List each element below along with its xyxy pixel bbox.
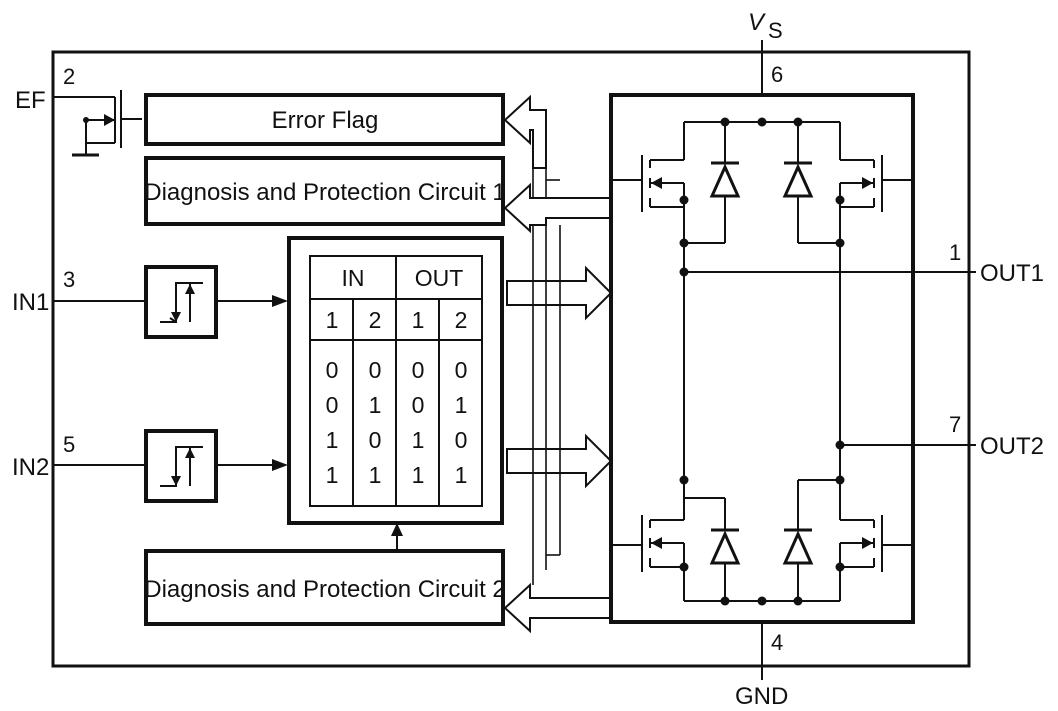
in1-pin-number: 3 <box>63 267 75 292</box>
h-bridge-block <box>609 93 969 624</box>
bridge-to-diag2-arrow <box>503 582 612 634</box>
diode-high-side-right <box>782 122 840 244</box>
package-outline <box>51 50 971 668</box>
diode-high-side-left <box>684 122 741 244</box>
truth-table-cell: 1 <box>326 462 339 488</box>
supply-pin-number: 6 <box>771 62 783 87</box>
truth-table-cell: 1 <box>412 462 425 488</box>
out1-pin: 1 OUT1 <box>949 240 1044 287</box>
truth-table-col-header: 2 <box>455 307 468 333</box>
truth-table-cell: 0 <box>326 392 339 418</box>
truth-table-cell: 0 <box>455 427 468 453</box>
diag2-to-logic-arrow <box>391 523 403 551</box>
diagnosis-circuit-2: Diagnosis and Protection Circuit 2 <box>144 549 506 626</box>
ground-label: GND <box>735 683 788 710</box>
truth-table-col-header: 1 <box>326 307 339 333</box>
truth-table-cell: 1 <box>326 427 339 453</box>
truth-table-col-header: 1 <box>412 307 425 333</box>
out2-pin-number: 7 <box>949 412 961 437</box>
out2-pin: 7 OUT2 <box>949 412 1044 460</box>
schmitt-trigger-icon <box>144 265 218 339</box>
truth-table-cell: 0 <box>412 392 425 418</box>
supply-label: V <box>748 9 766 36</box>
truth-table-block: IN OUT 1 2 1 2 0 0 0 0 0 1 0 1 1 0 1 0 1… <box>287 236 504 525</box>
error-flag-pin-number: 2 <box>63 64 75 89</box>
bridge-to-diag1-arrow <box>503 182 612 234</box>
truth-table-cell: 1 <box>455 462 468 488</box>
in2-pin-number: 5 <box>63 432 75 457</box>
ground-pin: 4 GND <box>735 622 788 710</box>
mosfet-high-side-left <box>611 122 689 212</box>
error-flag-pin: EF 2 <box>15 64 142 157</box>
truth-table-cell: 1 <box>412 427 425 453</box>
in2-label: IN2 <box>12 454 49 481</box>
out2-label: OUT2 <box>980 433 1044 460</box>
in2-pin: IN2 5 <box>12 429 288 503</box>
error-flag-block-label: Error Flag <box>272 107 379 134</box>
diagnosis-circuit-1-label: Diagnosis and Protection Circuit 1 <box>144 179 506 206</box>
truth-table-cell: 0 <box>412 357 425 383</box>
schmitt-trigger-icon <box>144 429 218 503</box>
mosfet-high-side-right <box>835 122 913 212</box>
truth-table-cell: 0 <box>369 427 382 453</box>
truth-table-cell: 1 <box>369 392 382 418</box>
truth-table-cell: 0 <box>455 357 468 383</box>
in1-label: IN1 <box>12 289 49 316</box>
error-flag-label: EF <box>15 87 46 114</box>
truth-table-group-in: IN <box>342 265 365 291</box>
truth-table-cell: 0 <box>326 357 339 383</box>
error-flag-block: Error Flag <box>144 93 505 146</box>
feedback-bus <box>532 118 561 585</box>
diagnosis-circuit-1: Diagnosis and Protection Circuit 1 <box>144 156 506 226</box>
diode-low-side-right <box>782 479 840 601</box>
logic-to-bridge-arrow <box>506 265 613 321</box>
out1-label: OUT1 <box>980 260 1044 287</box>
truth-table-col-header: 2 <box>369 307 382 333</box>
mosfet-low-side-right <box>835 480 913 601</box>
diagnosis-circuit-2-label: Diagnosis and Protection Circuit 2 <box>144 576 506 603</box>
logic-to-bridge-arrow <box>506 433 613 489</box>
diode-low-side-left <box>684 497 741 601</box>
bus-to-error-flag-arrow <box>503 94 547 169</box>
ground-pin-number: 4 <box>771 630 783 655</box>
in1-pin: IN1 3 <box>12 265 288 339</box>
truth-table-cell: 1 <box>455 392 468 418</box>
truth-table-group-out: OUT <box>415 265 464 291</box>
truth-table-cell: 1 <box>369 462 382 488</box>
supply-label-sub: S <box>768 18 783 43</box>
truth-table-cell: 0 <box>369 357 382 383</box>
out1-pin-number: 1 <box>949 240 961 265</box>
mosfet-low-side-left <box>611 480 689 601</box>
supply-pin: V S 6 <box>748 9 783 96</box>
